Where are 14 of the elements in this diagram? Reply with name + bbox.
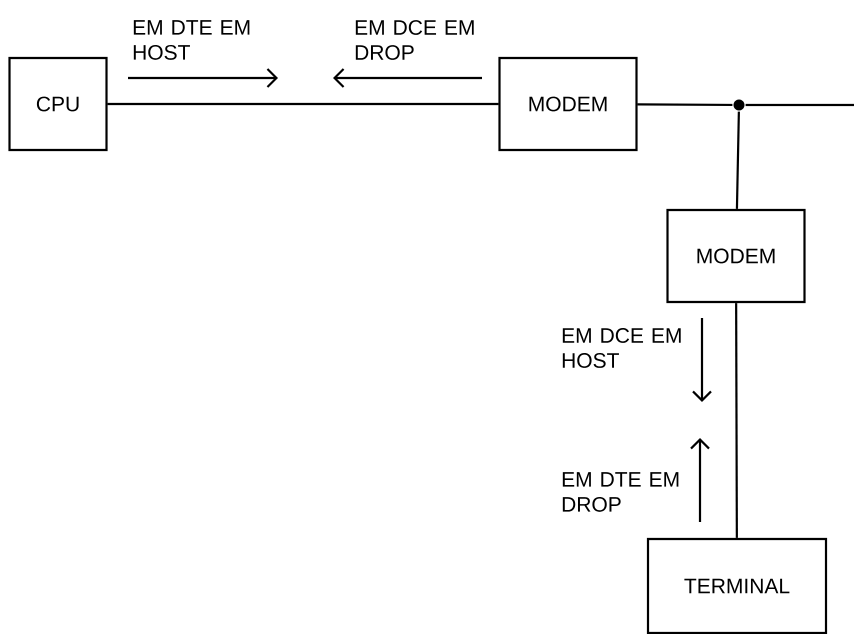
device-box: CPU	[8, 56, 108, 152]
connector-line	[638, 103, 732, 106]
terminal-box: TERMINAL	[646, 538, 828, 634]
signal-label: EM DCE EM DROP	[356, 20, 474, 60]
connector-line	[736, 112, 740, 209]
connector-line	[108, 102, 498, 106]
signal-label: EM DTE EM HOST	[134, 20, 250, 60]
connector-line	[746, 104, 854, 106]
device-box: MODEM	[498, 56, 638, 152]
signal-label: EM DTE EM DROP	[562, 472, 678, 512]
signal-label: EM DCE EM HOST	[562, 328, 681, 368]
device-box: MODEM	[666, 208, 806, 304]
connector-line	[735, 303, 738, 538]
junction-dot	[734, 100, 744, 110]
